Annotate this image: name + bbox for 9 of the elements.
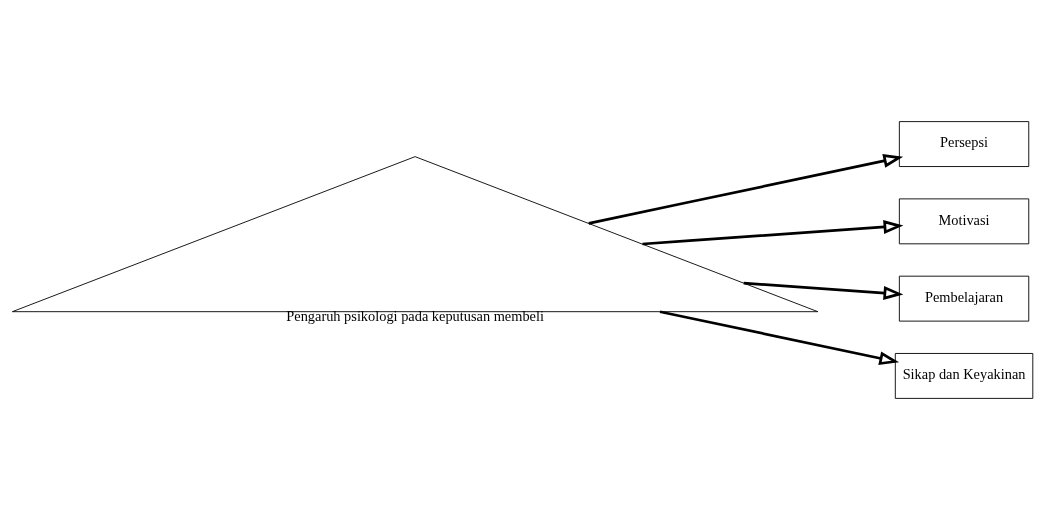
arrow [743,281,904,300]
node-box: Sikap dan Keyakinan [894,353,1034,399]
arrow [642,220,904,246]
arrow [588,154,904,225]
node-box: Motivasi [898,198,1030,245]
node-box: Pembelajaran [898,275,1030,322]
arrow [659,310,900,366]
node-label: Pengaruh psikologi pada keputusan membeli [286,307,544,324]
node-box: Persepsi [898,121,1030,167]
